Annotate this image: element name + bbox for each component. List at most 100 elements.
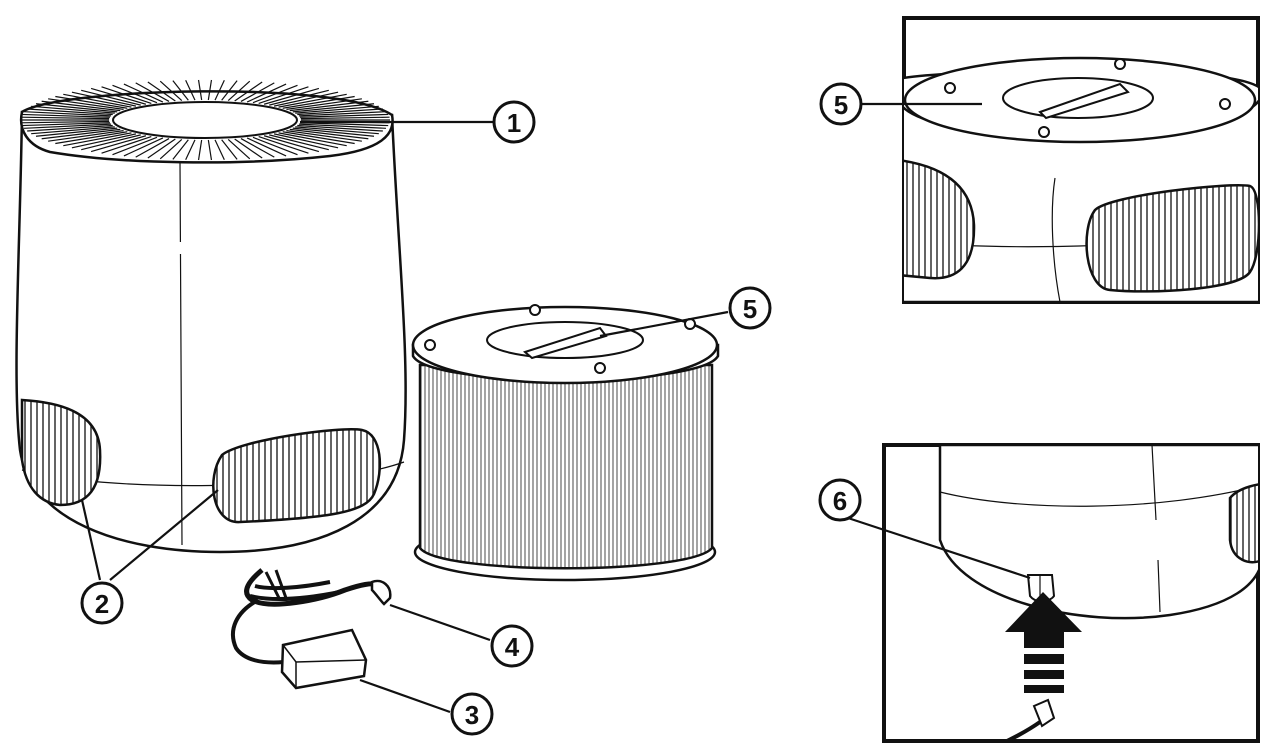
- svg-text:2: 2: [95, 589, 109, 619]
- svg-text:4: 4: [505, 632, 520, 662]
- grille-slat: [63, 132, 132, 147]
- grille-slat: [273, 91, 339, 107]
- grille-slat: [159, 138, 183, 160]
- grille-slat: [197, 139, 203, 161]
- cylindrical-filter-icon: [411, 304, 720, 582]
- callout-6: 6: [818, 478, 862, 522]
- grille-slat: [31, 105, 115, 114]
- grille-slat: [282, 131, 355, 145]
- grille-slat: [227, 80, 251, 102]
- grille-slat: [214, 139, 225, 161]
- grille-slat: [273, 133, 339, 149]
- grille-slat: [71, 133, 137, 149]
- svg-text:5: 5: [834, 90, 848, 120]
- callout-4: 4: [490, 624, 534, 668]
- grille-slat: [35, 127, 118, 137]
- grille-slat: [147, 138, 176, 159]
- top-grille-slats: [20, 79, 390, 161]
- grille-slat: [282, 95, 355, 109]
- grille-slat: [227, 138, 251, 160]
- callout-2: 2: [80, 581, 124, 625]
- grille-slat: [295, 105, 379, 114]
- grille-slat: [286, 130, 362, 142]
- grille-slat: [214, 79, 225, 101]
- svg-text:1: 1: [507, 108, 521, 138]
- callout-5-filter: 5: [728, 286, 772, 330]
- grille-slat: [21, 122, 110, 127]
- grille-slat: [292, 103, 375, 113]
- grille-slat: [101, 86, 152, 104]
- grille-slat: [71, 91, 137, 107]
- grille-slat: [21, 113, 110, 118]
- grille-slat: [172, 139, 189, 160]
- grille-slat: [81, 89, 141, 106]
- grille-slat: [289, 128, 369, 140]
- grille-slat: [246, 137, 287, 157]
- grille-slat: [63, 93, 132, 108]
- grille-slat: [123, 137, 164, 157]
- grille-slat: [48, 130, 124, 142]
- top-inset-panel: [902, 16, 1260, 304]
- power-adapter-icon: [231, 568, 392, 690]
- grille-slat: [90, 87, 147, 105]
- grille-slat: [263, 87, 320, 105]
- grille-slat: [298, 123, 386, 129]
- grille-slat: [263, 135, 320, 153]
- grille-slat: [172, 80, 189, 101]
- grille-slat: [20, 120, 110, 124]
- grille-slat: [135, 82, 170, 102]
- grille-slat: [278, 132, 347, 147]
- svg-text:6: 6: [833, 486, 847, 516]
- grille-slat: [240, 82, 275, 102]
- grille-slat: [207, 139, 213, 161]
- grille-slat: [298, 111, 386, 117]
- grille-slat: [112, 136, 158, 156]
- grille-slat: [252, 136, 298, 156]
- callout-1: 1: [492, 100, 536, 144]
- grille-slat: [300, 116, 390, 120]
- grille-slat: [297, 124, 383, 132]
- grille-slat: [27, 108, 113, 116]
- grille-slat: [48, 98, 124, 110]
- grille-slat: [41, 100, 121, 112]
- grille-slat: [292, 127, 375, 137]
- grille-slat: [112, 84, 158, 104]
- grille-slat: [55, 95, 128, 109]
- grille-slat: [297, 108, 383, 116]
- grille-slat: [278, 93, 347, 108]
- grille-slat: [159, 80, 183, 102]
- grille-slat: [41, 128, 121, 140]
- grille-slat: [81, 134, 141, 151]
- grille-slat: [185, 79, 196, 101]
- grille-slat: [300, 122, 389, 127]
- grille-slat: [258, 86, 309, 104]
- callout-3: 3: [450, 692, 494, 736]
- grille-slat: [269, 89, 329, 106]
- grille-slat: [27, 124, 113, 132]
- grille-slat: [286, 98, 362, 110]
- grille-slat: [197, 79, 203, 101]
- up-arrow-icon: [1005, 592, 1082, 693]
- svg-text:5: 5: [743, 294, 757, 324]
- grille-slat: [221, 139, 238, 160]
- grille-slat: [31, 126, 115, 135]
- grille-slat: [55, 131, 128, 145]
- grille-slat: [269, 134, 329, 151]
- grille-slat: [234, 138, 263, 159]
- grille-slat: [246, 83, 287, 103]
- grille-slat: [24, 123, 112, 129]
- grille-slat: [147, 81, 176, 102]
- left-air-inlet: [20, 398, 102, 507]
- grille-slat: [90, 135, 147, 153]
- grille-slat: [289, 100, 369, 112]
- svg-text:3: 3: [465, 700, 479, 730]
- right-air-inlet: [212, 428, 382, 524]
- grille-slat: [295, 126, 379, 135]
- grille-slat: [207, 79, 213, 101]
- grille-slat: [101, 136, 152, 154]
- grille-slat: [123, 83, 164, 103]
- grille-slat: [252, 84, 298, 104]
- grille-slat: [35, 103, 118, 113]
- grille-slat: [258, 136, 309, 154]
